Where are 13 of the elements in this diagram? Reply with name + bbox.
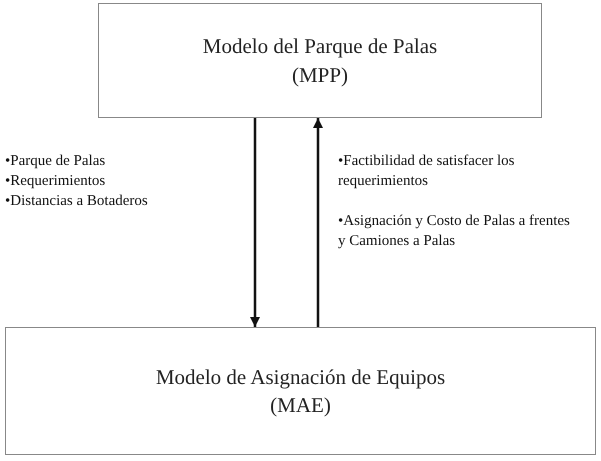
flow-label: •Distancias a Botaderos <box>5 192 149 211</box>
process-box <box>5 327 596 455</box>
flow-label: •Requerimientos <box>5 172 106 191</box>
arrow <box>250 118 260 327</box>
process-box <box>98 3 542 118</box>
box-text: Modelo del Parque de Palas <box>202 33 438 60</box>
flow-label: •Factibilidad de satisfacer los requerimientos <box>338 152 516 190</box>
flow-label: •Asignación y Costo de Palas a frentes y Camiones a Palas <box>338 212 570 250</box>
box-text: (MPP) <box>292 62 348 88</box>
flow-label: •Parque de Palas <box>5 152 106 171</box>
arrow <box>313 118 323 327</box>
box-text: Modelo de Asignación de Equipos <box>156 364 446 391</box>
box-text: (MAE) <box>270 392 331 419</box>
